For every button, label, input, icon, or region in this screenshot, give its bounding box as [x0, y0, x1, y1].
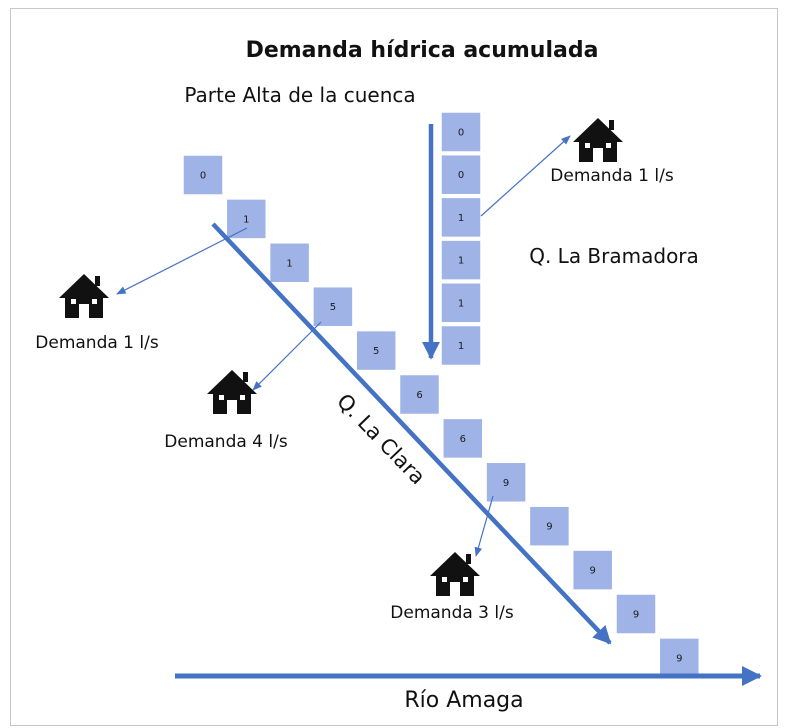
bramadora-cell: 1	[440, 324, 482, 367]
clara-cell-value: 9	[503, 478, 509, 489]
clara-cell-box	[528, 505, 571, 547]
clara-cell-box	[312, 285, 354, 328]
branch-arrow-clara-1	[116, 227, 248, 295]
clara-cell: 6	[398, 373, 441, 416]
demand-label-bramadora: Demanda 1 l/s	[550, 166, 674, 186]
bramadora-cell-box	[440, 111, 482, 153]
clara-cell: 1	[268, 242, 311, 284]
bramadora-cell-box	[440, 153, 482, 196]
clara-cell: 9	[615, 593, 657, 635]
clara-cell-value: 1	[286, 258, 292, 269]
bramadora-cell-box	[440, 239, 482, 281]
clara-cell-value: 9	[590, 566, 596, 577]
clara-cell-value: 5	[330, 302, 336, 313]
bramadora-cell: 1	[440, 239, 482, 281]
diagram-subtitle: Parte Alta de la cuenca	[184, 83, 415, 107]
clara-cell: 9	[528, 505, 571, 547]
clara-cell: 6	[442, 417, 484, 460]
clara-cell-value: 0	[200, 171, 206, 182]
clara-cell-value: 1	[243, 214, 249, 225]
clara-cell: 5	[312, 285, 354, 328]
bramadora-cell-value: 1	[458, 256, 464, 267]
clara-cell-box	[615, 593, 657, 635]
clara-cell-box	[442, 417, 484, 460]
demand-label-clara-1: Demanda 1 l/s	[35, 333, 159, 353]
clara-cell-box	[485, 461, 527, 504]
bramadora-cell: 1	[440, 282, 482, 324]
bramadora-cell-box	[440, 324, 482, 367]
bramadora-cell-box	[440, 282, 482, 324]
clara-cell-box	[571, 549, 614, 591]
clara-cell: 9	[571, 549, 614, 591]
bramadora-cell-value: 1	[458, 213, 464, 224]
clara-cell: 0	[182, 154, 224, 196]
house-icon	[207, 370, 257, 414]
clara-cell: 9	[658, 637, 701, 679]
stream-label-bramadora: Q. La Bramadora	[529, 244, 699, 268]
branch-arrow-clara-2	[252, 321, 322, 391]
bramadora-cells: 0 0 1 1 1 1	[440, 111, 482, 367]
branch-arrow-clara-3	[474, 495, 494, 557]
clara-cell-box	[658, 637, 701, 679]
clara-cell-box	[225, 198, 268, 240]
house-icon	[59, 274, 109, 318]
bramadora-cell-value: 1	[458, 341, 464, 352]
diagram-title: Demanda hídrica acumulada	[246, 38, 599, 63]
bramadora-cell: 0	[440, 111, 482, 153]
bramadora-cell: 0	[440, 153, 482, 196]
house-icon	[573, 118, 623, 162]
diagram-frame	[10, 8, 778, 726]
bramadora-cell-value: 0	[458, 170, 464, 181]
clara-cell-box	[182, 154, 224, 196]
bramadora-cell-value: 1	[458, 298, 464, 309]
branch-arrow-bramadora	[480, 135, 571, 217]
house-icon	[430, 552, 480, 596]
clara-cell-box	[268, 242, 311, 284]
clara-cell-value: 9	[676, 653, 682, 664]
bramadora-cell-box	[440, 196, 482, 239]
clara-cell-box	[355, 329, 397, 372]
stream-label-river: Río Amaga	[404, 688, 523, 713]
clara-cell-value: 6	[460, 434, 466, 445]
clara-cell-value: 6	[416, 390, 422, 401]
demand-label-clara-3: Demanda 3 l/s	[390, 603, 514, 623]
clara-cell-value: 9	[633, 610, 639, 621]
clara-cell-box	[398, 373, 441, 416]
clara-cell: 1	[225, 198, 268, 240]
clara-cell-value: 9	[546, 522, 552, 533]
demand-label-clara-2: Demanda 4 l/s	[164, 432, 288, 452]
bramadora-cell-value: 0	[458, 128, 464, 139]
clara-cells: 0 1 1 5 5 6 6 9 9 9 9 9	[182, 154, 701, 679]
clara-flow-arrow	[211, 222, 612, 645]
clara-cell-value: 5	[373, 346, 379, 357]
bramadora-cell: 1	[440, 196, 482, 239]
clara-cell: 9	[485, 461, 527, 504]
clara-cell: 5	[355, 329, 397, 372]
